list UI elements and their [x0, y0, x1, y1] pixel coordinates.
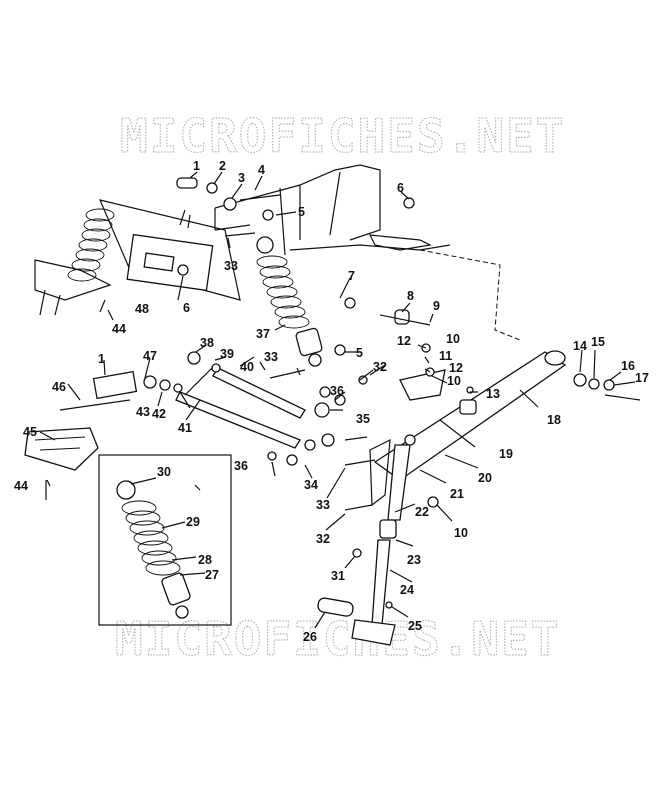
callout-1: 1 — [98, 352, 105, 366]
callout-4: 4 — [258, 163, 265, 177]
trailing-arm — [373, 350, 567, 481]
callout-38: 38 — [200, 336, 214, 350]
callout-30: 30 — [157, 465, 171, 479]
callout-10: 10 — [454, 526, 468, 540]
callout-48: 48 — [135, 302, 149, 316]
callout-33: 33 — [224, 259, 238, 273]
callout-17: 17 — [635, 371, 649, 385]
spindle-assembly — [317, 438, 411, 646]
callout-9: 9 — [433, 299, 440, 313]
callout-10: 10 — [446, 332, 460, 346]
callout-12: 12 — [397, 334, 411, 348]
callout-28: 28 — [198, 553, 212, 567]
callout-10: 10 — [447, 374, 461, 388]
callout-36: 36 — [330, 384, 344, 398]
callout-3: 3 — [238, 171, 245, 185]
callout-40: 40 — [240, 360, 254, 374]
callout-19: 19 — [499, 447, 513, 461]
callout-20: 20 — [478, 471, 492, 485]
callout-44: 44 — [14, 479, 28, 493]
callouts: 1 2 3 4 5 6 6 7 8 9 10 10 10 11 12 12 13… — [14, 159, 649, 644]
callout-16: 16 — [621, 359, 635, 373]
callout-6: 6 — [183, 301, 190, 315]
callout-14: 14 — [573, 339, 587, 353]
watermark-top: MICROFICHES.NET — [120, 109, 565, 163]
callout-23: 23 — [407, 553, 421, 567]
callout-32: 32 — [373, 360, 387, 374]
callout-11: 11 — [439, 349, 452, 363]
callout-5: 5 — [298, 205, 305, 219]
callout-13: 13 — [486, 387, 500, 401]
callout-44: 44 — [112, 322, 126, 336]
callout-42: 42 — [152, 407, 166, 421]
chassis-frame — [214, 164, 521, 341]
callout-6: 6 — [397, 181, 404, 195]
callout-43: 43 — [136, 405, 150, 419]
callout-45: 45 — [23, 425, 37, 439]
callout-29: 29 — [186, 515, 200, 529]
left-shock-assembly — [34, 199, 241, 316]
fasteners — [45, 177, 641, 609]
leader-lines — [39, 171, 636, 629]
callout-33: 33 — [264, 350, 278, 364]
callout-2: 2 — [219, 159, 226, 173]
callout-21: 21 — [450, 487, 464, 501]
watermark-bottom: MICROFICHES.NET — [115, 612, 560, 666]
callout-36: 36 — [234, 459, 248, 473]
callout-34: 34 — [304, 478, 318, 492]
callout-27: 27 — [205, 568, 219, 582]
callout-35: 35 — [356, 412, 370, 426]
inset-shock-detail — [98, 454, 232, 626]
callout-37: 37 — [256, 327, 270, 341]
callout-47: 47 — [143, 349, 157, 363]
callout-24: 24 — [400, 583, 414, 597]
callout-5: 5 — [356, 346, 363, 360]
callout-32: 32 — [316, 532, 330, 546]
callout-26: 26 — [303, 630, 317, 644]
callout-33: 33 — [316, 498, 330, 512]
control-arms — [175, 364, 306, 449]
callout-7: 7 — [348, 269, 355, 283]
callout-25: 25 — [408, 619, 422, 633]
callout-12: 12 — [449, 361, 463, 375]
callout-8: 8 — [407, 289, 414, 303]
callout-15: 15 — [591, 335, 605, 349]
callout-18: 18 — [547, 413, 561, 427]
skid-plate — [24, 427, 99, 471]
callout-1: 1 — [193, 159, 200, 173]
callout-22: 22 — [415, 505, 429, 519]
callout-46: 46 — [52, 380, 66, 394]
callout-39: 39 — [220, 347, 234, 361]
callout-31: 31 — [331, 569, 345, 583]
callout-41: 41 — [178, 421, 192, 435]
center-shock-absorber — [256, 236, 323, 367]
